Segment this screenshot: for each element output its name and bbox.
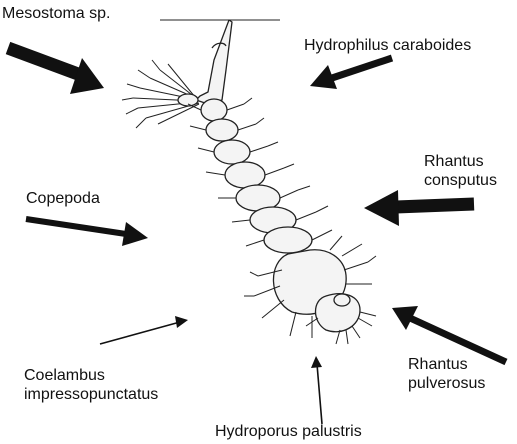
label-line: Rhantus (424, 152, 497, 171)
arrow-copepoda (26, 219, 148, 246)
label-line: consputus (424, 171, 497, 190)
abdominal-segment (214, 140, 250, 164)
abdominal-segment (264, 227, 312, 253)
abdominal-segment (206, 119, 238, 141)
label-copepoda: Copepoda (26, 189, 100, 208)
breathing-siphon (196, 20, 232, 104)
label-rhantus-pulverosus: Rhantus pulverosus (408, 355, 485, 393)
arrow-rhantus-consputus (364, 190, 474, 226)
arrow-hydroporus (311, 356, 322, 424)
label-line: Coelambus (24, 366, 158, 385)
arrow-coelambus (100, 316, 188, 344)
eye (334, 294, 350, 306)
abdominal-segment (225, 162, 265, 188)
label-line: Rhantus (408, 355, 485, 374)
label-hydrophilus: Hydrophilus caraboides (304, 36, 471, 55)
abdominal-segment (201, 99, 227, 121)
arrow-rhantus-pulverosus (392, 306, 506, 362)
label-coelambus: Coelambus impressopunctatus (24, 366, 158, 404)
label-line: impressopunctatus (24, 385, 158, 404)
mosquito-larva-illustration (122, 20, 376, 344)
arrow-mesostoma (8, 48, 104, 94)
label-line: pulverosus (408, 374, 485, 393)
label-hydroporus: Hydroporus palustris (215, 422, 362, 441)
label-rhantus-consputus: Rhantus consputus (424, 152, 497, 190)
label-mesostoma: Mesostoma sp. (2, 4, 110, 23)
arrow-hydrophilus (310, 58, 392, 89)
